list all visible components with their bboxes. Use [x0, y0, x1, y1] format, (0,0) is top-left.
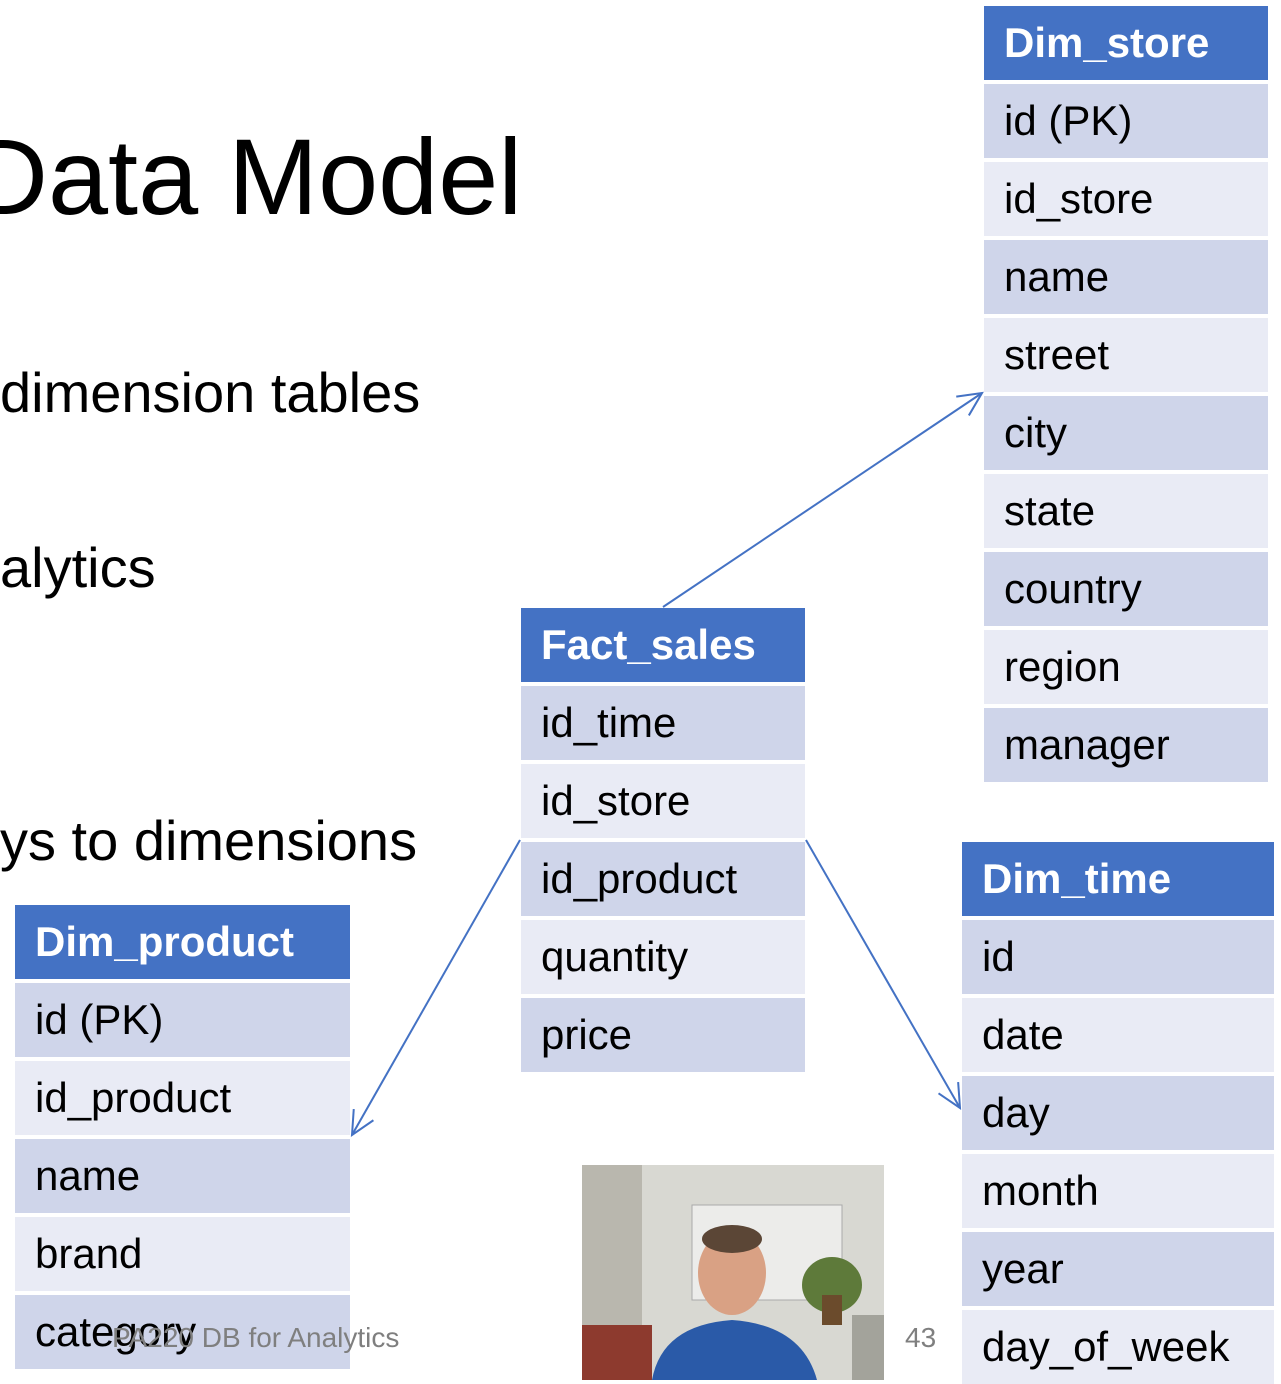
table-row: country — [984, 548, 1268, 626]
table-row: id_store — [521, 760, 805, 838]
table-row: state — [984, 470, 1268, 548]
table-row: brand — [15, 1213, 350, 1291]
table-row: region — [984, 626, 1268, 704]
table-row: id_product — [15, 1057, 350, 1135]
table-row: id_product — [521, 838, 805, 916]
table-row: city — [984, 392, 1268, 470]
table-row: day — [962, 1072, 1274, 1150]
table-row: manager — [984, 704, 1268, 782]
table-row: id (PK) — [984, 80, 1268, 158]
bullet-analytics: alytics — [0, 536, 156, 599]
table-row: id_time — [521, 682, 805, 760]
table-row: date — [962, 994, 1274, 1072]
arrow-fact-to-time — [805, 839, 961, 1109]
table-row: day_of_week — [962, 1306, 1274, 1384]
bullet-dimension-tables: dimension tables — [0, 361, 421, 424]
slide-title: Data Model — [0, 116, 523, 237]
table-row: id — [962, 916, 1274, 994]
table-row: quantity — [521, 916, 805, 994]
arrow-fact-to-time-head — [937, 1081, 962, 1110]
page-number: 43 — [905, 1322, 937, 1353]
arrow-fact-to-store-head — [956, 391, 984, 416]
table-row: id (PK) — [15, 979, 350, 1057]
footer-course-title: PA220 DB for Analytics — [112, 1322, 400, 1353]
table-row: month — [962, 1150, 1274, 1228]
table-row: category — [15, 1291, 350, 1369]
table-row: id_store — [984, 158, 1268, 236]
table-row: year — [962, 1228, 1274, 1306]
table-row: price — [521, 994, 805, 1072]
arrow-fact-to-product-head — [350, 1108, 374, 1137]
table-header: Fact_sales — [521, 608, 805, 682]
table-row: name — [984, 236, 1268, 314]
arrow-fact-to-product — [351, 839, 521, 1136]
arrow-fact-to-store — [662, 392, 983, 608]
table-row: street — [984, 314, 1268, 392]
bullet-keys-to-dimensions: ys to dimensions — [0, 809, 418, 872]
presenter-video-icon — [582, 1165, 884, 1380]
table-header: Dim_time — [962, 842, 1274, 916]
table-row: name — [15, 1135, 350, 1213]
table-header: Dim_product — [15, 905, 350, 979]
table-header: Dim_store — [984, 6, 1268, 80]
